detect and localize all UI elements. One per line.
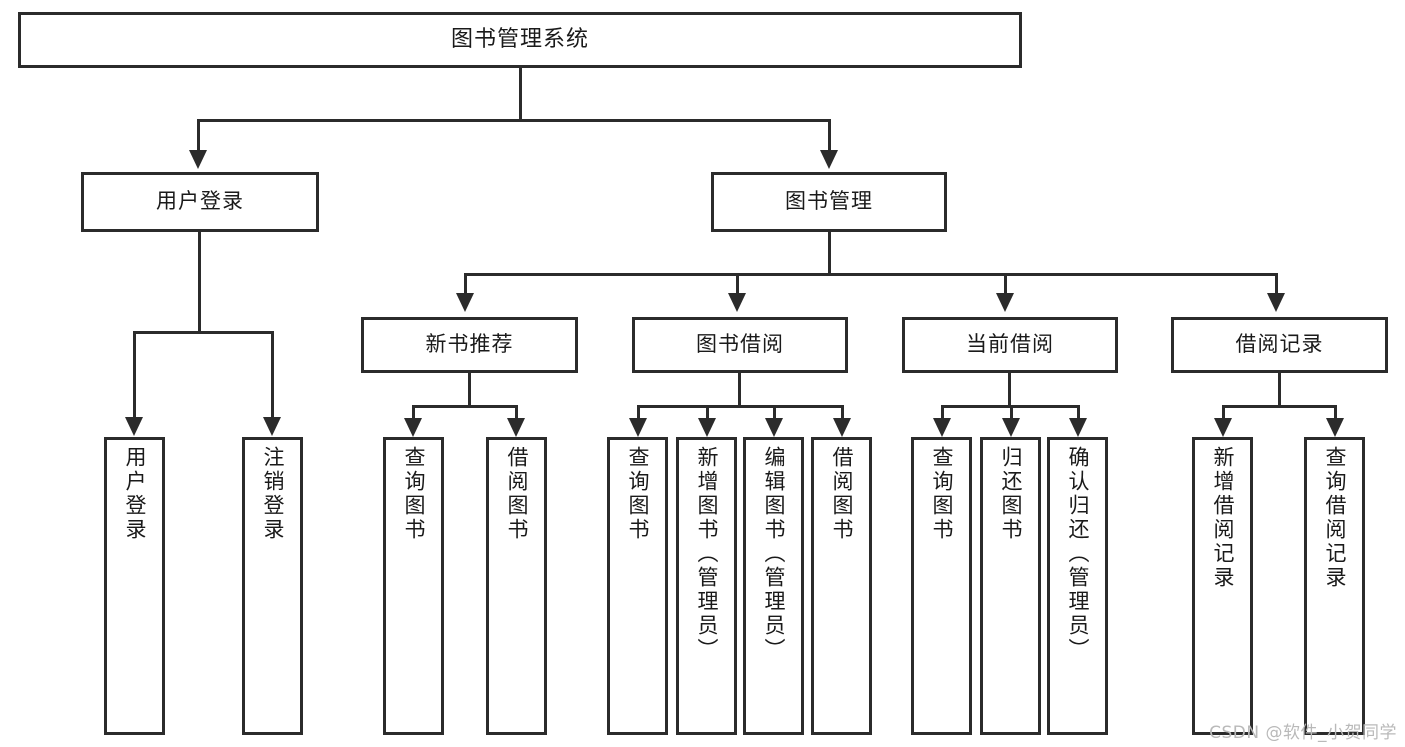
connector-bb-child-1: [637, 405, 640, 420]
node-label: 图书借阅: [696, 332, 784, 357]
connector-br-bus: [1222, 405, 1337, 408]
connector-user-login-child-1: [133, 331, 136, 419]
arrowhead-new-book-recommend: [456, 293, 474, 312]
connector-nbr-child-1: [412, 405, 415, 420]
arrowhead-borrow-record: [1267, 293, 1285, 312]
connector-user-login-stem: [198, 232, 201, 333]
arrowhead-leaf-confirm-return: [1069, 418, 1087, 437]
arrowhead-leaf-query-book-1: [404, 418, 422, 437]
node-leaf-add-record[interactable]: 新增借阅记录: [1192, 437, 1253, 735]
node-label: 图书管理: [785, 189, 873, 214]
node-label: 确认归还（管理员）: [1066, 446, 1090, 662]
node-leaf-confirm-return[interactable]: 确认归还（管理员）: [1047, 437, 1108, 735]
connector-cb-child-2: [1010, 405, 1013, 420]
connector-bb-child-2: [706, 405, 709, 420]
connector-user-login-bus: [133, 331, 274, 334]
node-leaf-query-book-1[interactable]: 查询图书: [383, 437, 444, 735]
node-label: 新书推荐: [425, 332, 514, 357]
connector-bb-child-3: [773, 405, 776, 420]
node-leaf-query-book-3[interactable]: 查询图书: [911, 437, 972, 735]
node-label: 归还图书: [999, 446, 1023, 542]
node-label: 编辑图书（管理员）: [762, 446, 786, 662]
node-book-manage[interactable]: 图书管理: [711, 172, 947, 232]
node-label: 新增借阅记录: [1211, 446, 1235, 590]
connector-cb-child-3: [1077, 405, 1080, 420]
node-label: 用户登录: [156, 189, 244, 214]
node-new-book-recommend[interactable]: 新书推荐: [361, 317, 578, 373]
node-label: 注销登录: [261, 446, 285, 542]
connector-book-manage-child-2: [736, 273, 739, 295]
node-label: 借阅图书: [830, 446, 854, 542]
connector-br-stem: [1278, 373, 1281, 408]
node-current-borrow[interactable]: 当前借阅: [902, 317, 1118, 373]
node-user-login[interactable]: 用户登录: [81, 172, 319, 232]
connector-nbr-bus: [412, 405, 518, 408]
node-leaf-query-book-2[interactable]: 查询图书: [607, 437, 668, 735]
connector-to-book-manage: [828, 119, 831, 152]
node-root-book-management-system[interactable]: 图书管理系统: [18, 12, 1022, 68]
node-leaf-borrow-book-1[interactable]: 借阅图书: [486, 437, 547, 735]
node-leaf-logout-login[interactable]: 注销登录: [242, 437, 303, 735]
node-label: 查询图书: [402, 446, 426, 542]
node-label: 借阅图书: [505, 446, 529, 542]
node-leaf-return-book[interactable]: 归还图书: [980, 437, 1041, 735]
node-leaf-query-record[interactable]: 查询借阅记录: [1304, 437, 1365, 735]
connector-book-manage-child-3: [1004, 273, 1007, 295]
node-borrow-record[interactable]: 借阅记录: [1171, 317, 1388, 373]
node-label: 查询图书: [930, 446, 954, 542]
connector-bb-child-4: [841, 405, 844, 420]
node-label: 借阅记录: [1235, 332, 1324, 357]
arrowhead-current-borrow: [996, 293, 1014, 312]
connector-br-child-2: [1334, 405, 1337, 420]
connector-book-manage-child-1: [464, 273, 467, 295]
node-book-borrow[interactable]: 图书借阅: [632, 317, 848, 373]
node-label: 新增图书（管理员）: [695, 446, 719, 662]
arrowhead-leaf-user-login: [125, 417, 143, 436]
arrowhead-leaf-logout-login: [263, 417, 281, 436]
arrowhead-leaf-edit-book: [765, 418, 783, 437]
node-label: 图书管理系统: [450, 26, 589, 52]
node-leaf-add-book[interactable]: 新增图书（管理员）: [676, 437, 737, 735]
node-leaf-edit-book[interactable]: 编辑图书（管理员）: [743, 437, 804, 735]
connector-bb-stem: [738, 373, 741, 408]
connector-book-manage-stem: [828, 232, 831, 275]
connector-book-manage-child-4: [1275, 273, 1278, 295]
arrowhead-leaf-borrow-book-2: [833, 418, 851, 437]
connector-root-stem: [519, 68, 522, 119]
node-label: 当前借阅: [966, 332, 1054, 357]
connector-cb-stem: [1008, 373, 1011, 408]
arrowhead-leaf-borrow-book-1: [507, 418, 525, 437]
connector-root-bus: [197, 119, 831, 122]
node-leaf-user-login[interactable]: 用户登录: [104, 437, 165, 735]
arrowhead-leaf-add-book: [698, 418, 716, 437]
connector-to-user-login: [197, 119, 200, 152]
arrowhead-leaf-query-record: [1326, 418, 1344, 437]
arrowhead-leaf-return-book: [1002, 418, 1020, 437]
arrowhead-user-login: [189, 150, 207, 169]
connector-book-manage-bus: [464, 273, 1278, 276]
node-label: 用户登录: [123, 446, 147, 542]
connector-nbr-child-2: [515, 405, 518, 420]
arrowhead-book-borrow: [728, 293, 746, 312]
connector-nbr-stem: [468, 373, 471, 408]
csdn-watermark: CSDN @软件_小贺同学: [1209, 723, 1397, 743]
node-leaf-borrow-book-2[interactable]: 借阅图书: [811, 437, 872, 735]
arrowhead-leaf-query-book-2: [629, 418, 647, 437]
arrowhead-leaf-query-book-3: [933, 418, 951, 437]
node-label: 查询借阅记录: [1323, 446, 1347, 590]
connector-br-child-1: [1222, 405, 1225, 420]
arrowhead-leaf-add-record: [1214, 418, 1232, 437]
arrowhead-book-manage: [820, 150, 838, 169]
connector-bb-bus: [637, 405, 844, 408]
connector-cb-child-1: [941, 405, 944, 420]
connector-user-login-child-2: [271, 331, 274, 419]
node-label: 查询图书: [626, 446, 650, 542]
